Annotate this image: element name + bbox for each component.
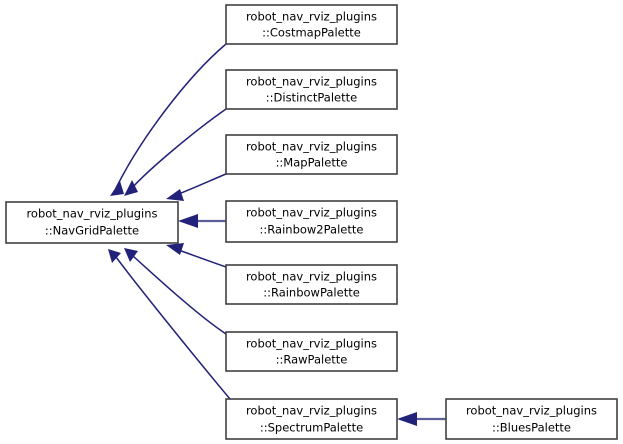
edge-map-navgrid [166,173,227,201]
node-namespace-label: robot_nav_rviz_plugins [246,140,377,154]
node-rainbow2-palette[interactable]: robot_nav_rviz_plugins ::Rainbow2Palette [225,200,398,243]
node-navgrid-palette[interactable]: robot_nav_rviz_plugins ::NavGridPalette [5,201,179,244]
edge-blues-spectrum [397,412,446,426]
edge-line [130,108,227,190]
arrowhead-icon [124,180,138,196]
node-raw-palette[interactable]: robot_nav_rviz_plugins ::RawPalette [225,331,398,372]
node-class-label: ::SpectrumPalette [260,421,363,435]
edge-rainbow2-navgrid [178,214,226,228]
node-box[interactable] [225,398,398,440]
arrowhead-icon [397,412,417,426]
node-rainbow-palette[interactable]: robot_nav_rviz_plugins ::RainbowPalette [225,264,398,305]
node-namespace-label: robot_nav_rviz_plugins [246,404,377,418]
arrowhead-icon [178,214,198,228]
edge-line [175,248,227,268]
edge-raw-navgrid [124,248,227,335]
arrowhead-icon [166,189,184,201]
node-namespace-label: robot_nav_rviz_plugins [466,404,597,418]
edge-line [115,43,227,189]
node-class-label: ::RawPalette [276,353,348,367]
edge-line [175,173,227,196]
node-layer: robot_nav_rviz_plugins ::NavGridPalette … [5,4,618,440]
edge-costmap-navgrid [110,43,227,196]
node-namespace-label: robot_nav_rviz_plugins [246,206,377,220]
node-box[interactable] [225,264,398,305]
node-box[interactable] [225,200,398,243]
node-class-label: ::Rainbow2Palette [260,223,364,237]
edge-rainbow-navgrid [166,243,227,268]
edge-layer [108,43,446,426]
arrowhead-icon [108,249,121,263]
node-namespace-label: robot_nav_rviz_plugins [246,270,377,284]
node-namespace-label: robot_nav_rviz_plugins [246,10,377,24]
edge-spectrum-navgrid [108,249,231,400]
node-class-label: ::NavGridPalette [45,224,139,238]
node-box[interactable] [445,398,618,440]
node-class-label: ::MapPalette [276,156,348,170]
node-namespace-label: robot_nav_rviz_plugins [246,75,377,89]
node-box[interactable] [225,134,398,175]
node-class-label: ::CostmapPalette [262,26,361,40]
arrowhead-icon [124,248,138,262]
node-distinct-palette[interactable]: robot_nav_rviz_plugins ::DistinctPalette [225,69,398,110]
node-class-label: ::RainbowPalette [263,286,360,300]
node-namespace-label: robot_nav_rviz_plugins [26,207,157,221]
arrowhead-icon [110,181,124,196]
node-namespace-label: robot_nav_rviz_plugins [246,337,377,351]
node-spectrum-palette[interactable]: robot_nav_rviz_plugins ::SpectrumPalette [225,398,398,440]
node-box[interactable] [225,331,398,372]
node-box[interactable] [5,201,179,244]
arrowhead-icon [166,243,184,255]
edge-line [115,256,231,400]
node-class-label: ::DistinctPalette [266,91,357,105]
node-costmap-palette[interactable]: robot_nav_rviz_plugins ::CostmapPalette [225,4,398,45]
node-box[interactable] [225,4,398,45]
node-box[interactable] [225,69,398,110]
edge-distinct-navgrid [124,108,227,196]
edge-line [132,255,227,335]
node-blues-palette[interactable]: robot_nav_rviz_plugins ::BluesPalette [445,398,618,440]
node-map-palette[interactable]: robot_nav_rviz_plugins ::MapPalette [225,134,398,175]
node-class-label: ::BluesPalette [492,421,571,435]
